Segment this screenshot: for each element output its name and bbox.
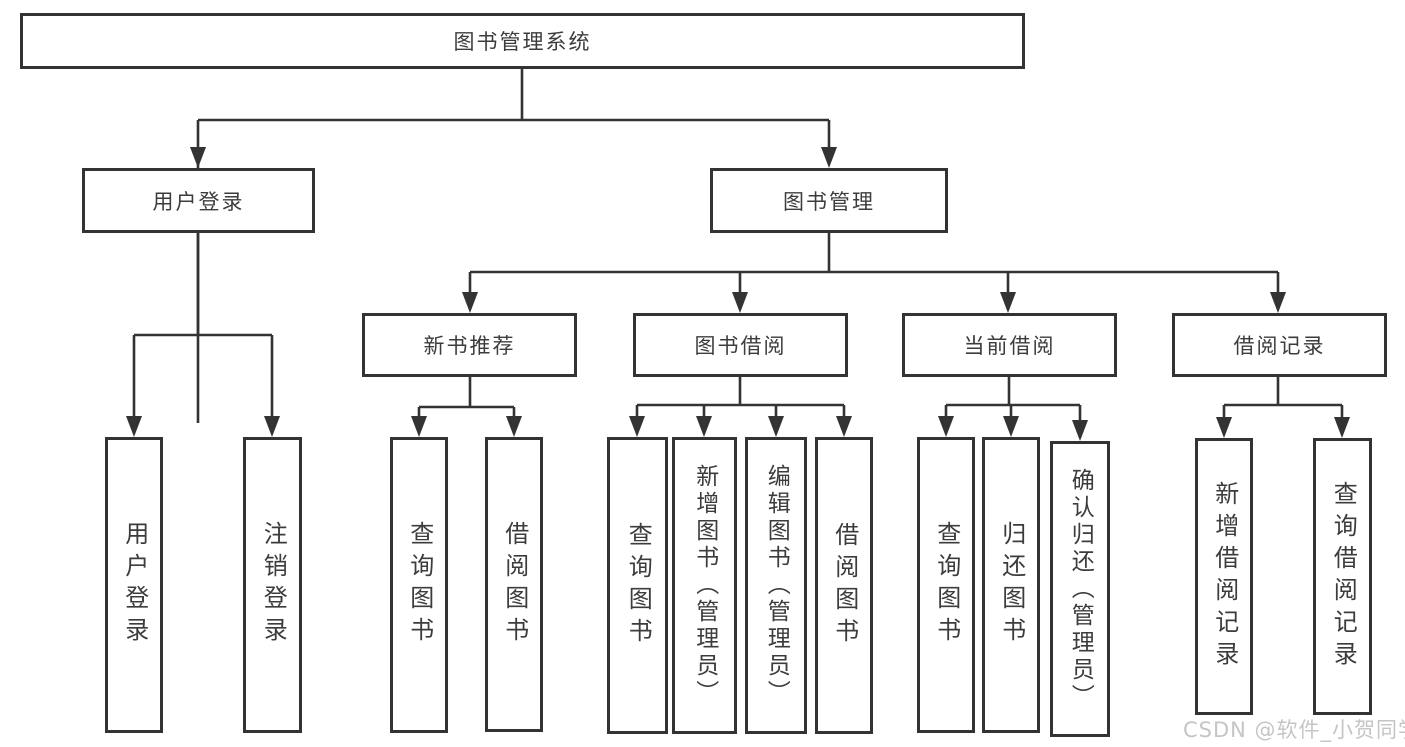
arrowhead [1216,417,1232,438]
connector-user-login-to-leaves [132,233,274,422]
node-leaf-edit-books-admin: 编辑图书（管理员） [745,437,807,734]
arrowhead [506,416,522,437]
connector-book-management-to-level3 [468,233,1280,298]
arrowhead [1003,416,1019,437]
node-label: 查询图书 [405,521,434,649]
node-label: 图书管理系统 [453,30,592,54]
node-label: 注销登录 [259,521,288,649]
node-current-borrowing: 当前借阅 [902,313,1117,377]
arrowhead [411,416,427,437]
node-leaf-return-books: 归还图书 [982,437,1040,733]
connector-new-book-to-leaves [417,377,516,422]
node-label: 借阅记录 [1233,334,1326,358]
node-label: 确认归还（管理员） [1067,467,1094,711]
arrowhead [732,292,748,313]
connector-book-borrowing-to-leaves [635,377,846,422]
node-label: 当前借阅 [963,334,1056,358]
node-leaf-query-books-recommend: 查询图书 [390,437,448,733]
arrowhead [696,416,712,437]
arrowhead [1270,292,1286,313]
node-label: 查询借阅记录 [1329,480,1358,673]
node-borrowing-records: 借阅记录 [1172,313,1387,377]
connector-borrowing-records-to-leaves [1222,377,1344,423]
node-book-management: 图书管理 [710,168,948,233]
node-leaf-query-books-borrow: 查询图书 [607,437,668,734]
node-leaf-user-login: 用户登录 [105,437,163,733]
node-book-borrowing: 图书借阅 [633,313,848,377]
arrowhead [938,416,954,437]
node-label: 编辑图书（管理员） [763,464,790,707]
arrowhead [768,416,784,437]
arrowhead [462,292,478,313]
node-label: 用户登录 [152,189,245,214]
node-label: 新增图书（管理员） [691,464,718,707]
node-leaf-query-books-current: 查询图书 [917,437,975,733]
node-leaf-logout: 注销登录 [243,437,302,733]
node-label: 查询图书 [932,521,961,649]
node-label: 新书推荐 [423,334,516,358]
node-leaf-add-borrow-record: 新增借阅记录 [1195,438,1253,715]
arrowhead [264,416,280,437]
node-label: 图书管理 [783,189,875,214]
arrowhead [629,416,645,437]
arrowhead [821,147,837,168]
arrowhead [1000,292,1016,313]
connector-root-to-level2 [196,69,831,423]
arrowhead [1334,417,1350,438]
watermark: CSDN @软件_小贺同学 [1183,718,1405,742]
arrowhead [1072,420,1088,441]
node-label: 查询图书 [624,521,653,650]
node-user-login: 用户登录 [82,168,315,233]
node-root: 图书管理系统 [20,13,1025,69]
node-leaf-borrow-books: 借阅图书 [815,437,873,734]
arrowhead [126,416,142,437]
node-label: 借阅图书 [500,520,529,649]
arrowhead [190,147,206,168]
node-label: 借阅图书 [830,521,859,650]
node-label: 归还图书 [997,521,1026,649]
node-leaf-add-books-admin: 新增图书（管理员） [672,437,737,734]
node-new-book-recommend: 新书推荐 [362,313,577,377]
node-label: 图书借阅 [694,334,787,358]
connector-current-borrowing-to-leaves [944,377,1082,425]
node-leaf-query-borrow-record: 查询借阅记录 [1313,438,1372,715]
arrowhead [836,416,852,437]
node-leaf-confirm-return-admin: 确认归还（管理员） [1050,441,1110,737]
node-label: 用户登录 [120,521,149,649]
node-label: 新增借阅记录 [1210,480,1239,673]
node-leaf-borrow-books-recommend: 借阅图书 [485,437,543,732]
